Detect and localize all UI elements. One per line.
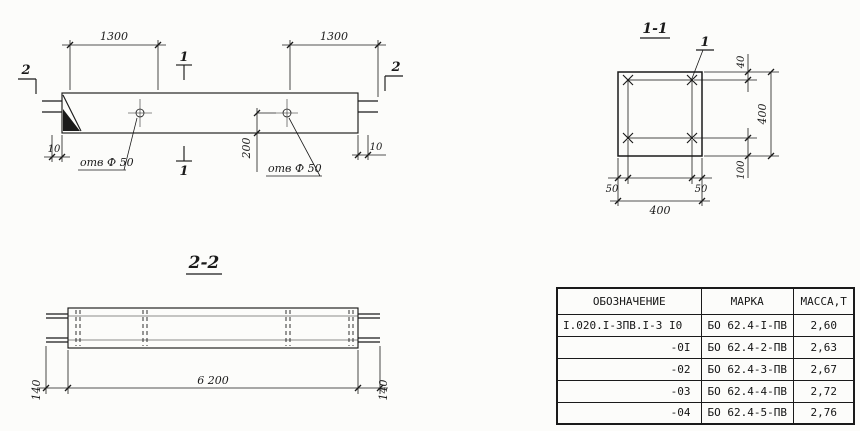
hole-leader-right: отв Ф 50 [266, 117, 322, 177]
dim-10-left: 10 [48, 144, 61, 155]
dim-10-right: 10 [370, 142, 383, 153]
top-dimensions: 1300 1300 [62, 30, 386, 97]
length-dimensions: 140 6 200 140 [30, 346, 390, 401]
section-1-cut-marks: 1 1 [176, 50, 192, 179]
section-outer-square [617, 71, 703, 157]
section-1-label-top: 1 [179, 50, 188, 65]
dim-50-left: 50 [606, 184, 619, 195]
hole-callout-right: отв Ф 50 [268, 162, 322, 175]
section-1-1-view: 1-1 1 40 400 [606, 21, 779, 217]
dim-6200: 6 200 [197, 374, 229, 387]
parts-table-grid: ОБОЗНАЧЕНИЕ МАРКА МАССА,Т I.020.I-3ПВ.I-… [556, 287, 856, 425]
section-right-dimensions: 40 400 100 [694, 54, 779, 180]
parts-table: ОБОЗНАЧЕНИЕ МАРКА МАССА,Т I.020.I-3ПВ.I-… [556, 287, 856, 425]
designation-cell: -02 [556, 357, 702, 381]
dim-140-left: 140 [30, 380, 43, 401]
dim-400-width: 400 [649, 204, 671, 217]
section-2-label-right: 2 [390, 60, 400, 75]
side-view: 1300 1300 2 2 1 1 10 [18, 30, 403, 179]
designation-cell: -0I [556, 335, 702, 359]
table-row: I.020.I-3ПВ.I-3 I0 БО 62.4-I-ПВ 2,60 [556, 313, 855, 337]
beam-end-hatch [63, 109, 80, 131]
section-1-1-title: 1-1 [642, 21, 667, 37]
designation-cell: -04 [556, 401, 702, 425]
dim-1300-left: 1300 [100, 30, 128, 43]
section-2-label-left: 2 [20, 63, 30, 78]
mark-cell: БО 62.4-2-ПВ [700, 335, 794, 359]
dim-200: 200 [240, 138, 253, 160]
section-2-cut-marks: 2 2 [18, 60, 403, 94]
table-row: -02 БО 62.4-3-ПВ 2,67 [556, 357, 855, 381]
mass-cell: 2,76 [792, 401, 855, 425]
mass-cell: 2,63 [792, 335, 855, 359]
dim-50-right: 50 [695, 184, 708, 195]
rebar-leader: 1 [690, 35, 714, 82]
table-row: -04 БО 62.4-5-ПВ 2,76 [556, 401, 855, 425]
section-2-2-view: 2-2 [30, 253, 390, 401]
dim-1300-right: 1300 [320, 30, 348, 43]
table-header-row: ОБОЗНАЧЕНИЕ МАРКА МАССА,Т [556, 287, 855, 315]
dim-40: 40 [736, 55, 747, 69]
hole-left [128, 99, 152, 127]
hole-callout-left: отв Ф 50 [80, 156, 134, 169]
hole-height-dimension: 200 [240, 108, 276, 172]
designation-cell: I.020.I-3ПВ.I-3 I0 [556, 313, 702, 337]
mark-cell: БО 62.4-4-ПВ [700, 379, 794, 403]
dim-400-height: 400 [756, 104, 769, 126]
designation-cell: -03 [556, 379, 702, 403]
section-1-label-bottom: 1 [179, 164, 188, 179]
section-bottom-dimensions: 50 50 400 [606, 140, 712, 217]
rebar-cross-marks [622, 74, 698, 144]
table-row: -0I БО 62.4-2-ПВ 2,63 [556, 335, 855, 359]
beam-outline [42, 92, 378, 134]
mark-cell: БО 62.4-I-ПВ [700, 313, 794, 337]
mass-cell: 2,67 [792, 357, 855, 381]
mass-cell: 2,72 [792, 379, 855, 403]
section-2-2-title: 2-2 [188, 253, 220, 273]
beam-section-outline [67, 307, 359, 349]
dim-140-right: 140 [377, 380, 390, 401]
hole-leader-left: отв Ф 50 [78, 117, 138, 171]
rebar-mark-label: 1 [700, 35, 709, 50]
hole-right [276, 99, 298, 127]
longitudinal-bars [46, 313, 380, 343]
offset-dimensions: 10 10 [44, 135, 386, 162]
mark-cell: БО 62.4-3-ПВ [700, 357, 794, 381]
mass-cell: 2,60 [792, 313, 855, 337]
mark-cell: БО 62.4-5-ПВ [700, 401, 794, 425]
dim-100: 100 [736, 160, 747, 180]
col-header-mark: МАРКА [700, 287, 794, 315]
table-row: -03 БО 62.4-4-ПВ 2,72 [556, 379, 855, 403]
col-header-designation: ОБОЗНАЧЕНИЕ [556, 287, 702, 315]
section-rebar-square [627, 79, 693, 139]
col-header-mass: МАССА,Т [792, 287, 855, 315]
stirrup-dashed-lines [75, 310, 354, 346]
